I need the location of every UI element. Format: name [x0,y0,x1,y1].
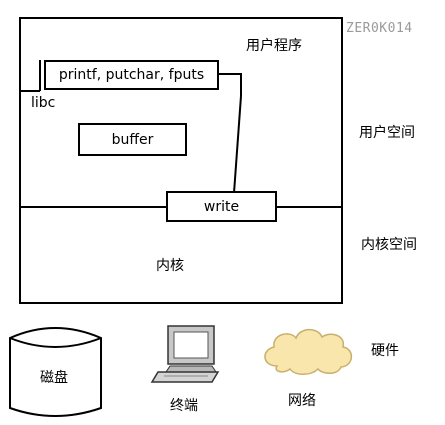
stdio-box [44,60,219,90]
hardware-label: 硬件 [371,343,399,359]
stdio-functions-label: printf, putchar, fputs [58,67,205,83]
stdio-write-connector [233,95,242,194]
user-space-label: 用户空间 [359,125,415,141]
buffer-box [78,123,187,156]
kernel-label: 内核 [156,258,184,274]
watermark: ZER0K014 [346,21,413,36]
cloud-icon [264,328,353,375]
disk-label: 磁盘 [40,370,68,386]
kernel-space-label: 内核空间 [361,237,417,253]
buffer-label: buffer [111,131,154,148]
terminal-label: 终端 [170,398,198,414]
user-program-label: 用户程序 [246,38,302,54]
write-box [166,191,277,222]
libc-frame-right [218,73,242,96]
libc-label: libc [31,95,56,111]
terminal-icon [150,325,220,383]
system-frame [19,17,343,304]
disk-icon [9,327,102,417]
write-label: write [203,198,240,215]
network-label: 网络 [288,393,316,409]
